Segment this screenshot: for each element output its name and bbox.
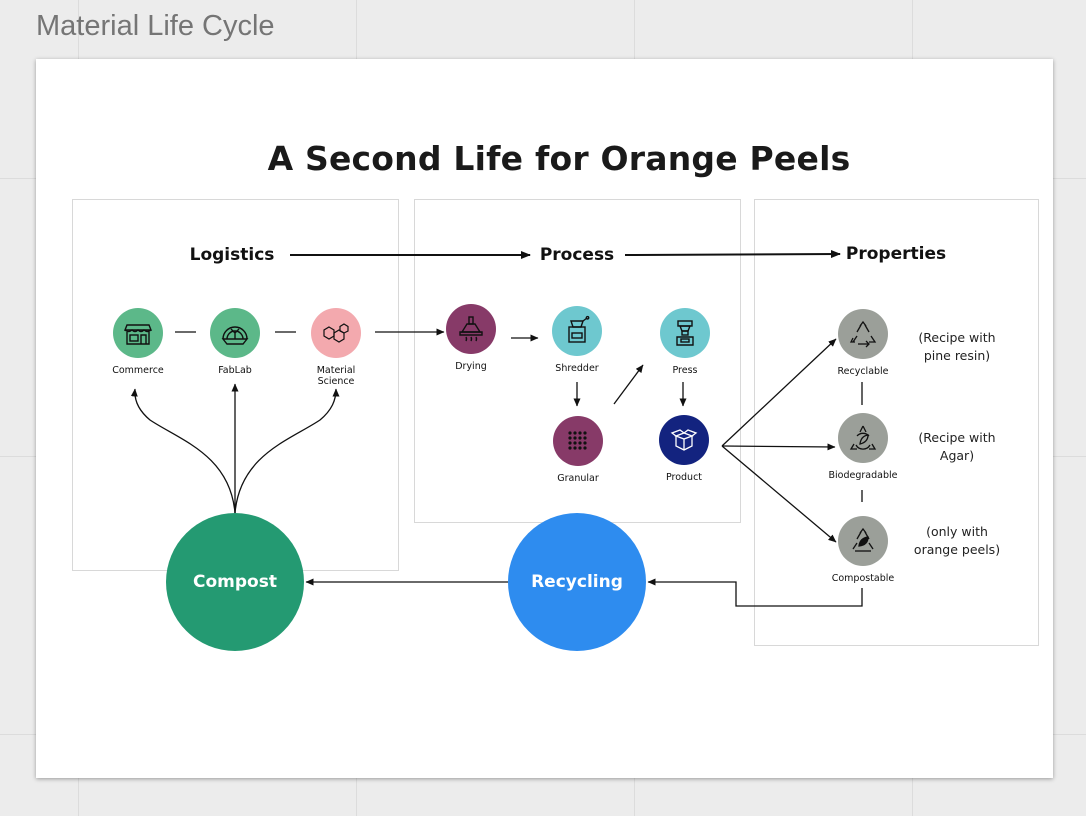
biodegradable-note: (Recipe with Agar) bbox=[918, 430, 996, 463]
molecule-icon bbox=[323, 323, 349, 343]
hood-icon bbox=[459, 316, 483, 342]
press-node bbox=[660, 308, 710, 358]
commerce-node bbox=[113, 308, 163, 358]
drying-node bbox=[446, 304, 496, 354]
fablab-label: FabLab bbox=[218, 365, 252, 376]
shredder-label: Shredder bbox=[555, 363, 599, 374]
drying-label: Drying bbox=[455, 361, 487, 372]
frame-title: Material Life Cycle bbox=[36, 10, 275, 42]
product-label: Product bbox=[665, 472, 703, 483]
shredder-node bbox=[552, 306, 602, 356]
dot-grid-icon bbox=[568, 431, 587, 450]
recycling-circle: Recycling bbox=[508, 513, 646, 651]
compost-label: Compost bbox=[193, 572, 277, 592]
recyclable-note: (Recipe with pine resin) bbox=[918, 330, 996, 363]
granular-label: Granular bbox=[557, 473, 599, 484]
material-science-label: Material Science bbox=[286, 365, 386, 387]
recycle-icon bbox=[849, 320, 877, 348]
fablab-node bbox=[210, 308, 260, 358]
compostable-label: Compostable bbox=[831, 573, 895, 584]
press-label: Press bbox=[672, 365, 698, 376]
compost-circle: Compost bbox=[166, 513, 304, 651]
biodegradable-icon bbox=[849, 425, 877, 450]
compostable-node bbox=[838, 516, 888, 566]
recycling-label: Recycling bbox=[531, 572, 623, 592]
recyclable-node bbox=[838, 309, 888, 359]
product-node bbox=[659, 415, 709, 465]
heading-logistics: Logistics bbox=[189, 245, 275, 265]
compostable-note: (only with orange peels) bbox=[913, 524, 1001, 557]
material-science-text: Material Science bbox=[316, 365, 356, 387]
open-box-icon bbox=[670, 429, 698, 451]
heading-process: Process bbox=[539, 245, 615, 265]
commerce-label: Commerce bbox=[112, 365, 164, 376]
material-science-node bbox=[311, 308, 361, 358]
storefront-icon bbox=[123, 324, 153, 345]
granular-node bbox=[553, 416, 603, 466]
diagram-title: A Second Life for Orange Peels bbox=[267, 139, 851, 178]
grinder-icon bbox=[568, 315, 590, 343]
compostable-icon bbox=[852, 527, 874, 552]
press-icon bbox=[676, 320, 694, 346]
dome-icon bbox=[221, 326, 249, 345]
recyclable-label: Recyclable bbox=[837, 366, 889, 377]
biodegradable-label: Biodegradable bbox=[828, 470, 898, 481]
heading-properties: Properties bbox=[845, 244, 947, 264]
biodegradable-node bbox=[838, 413, 888, 463]
